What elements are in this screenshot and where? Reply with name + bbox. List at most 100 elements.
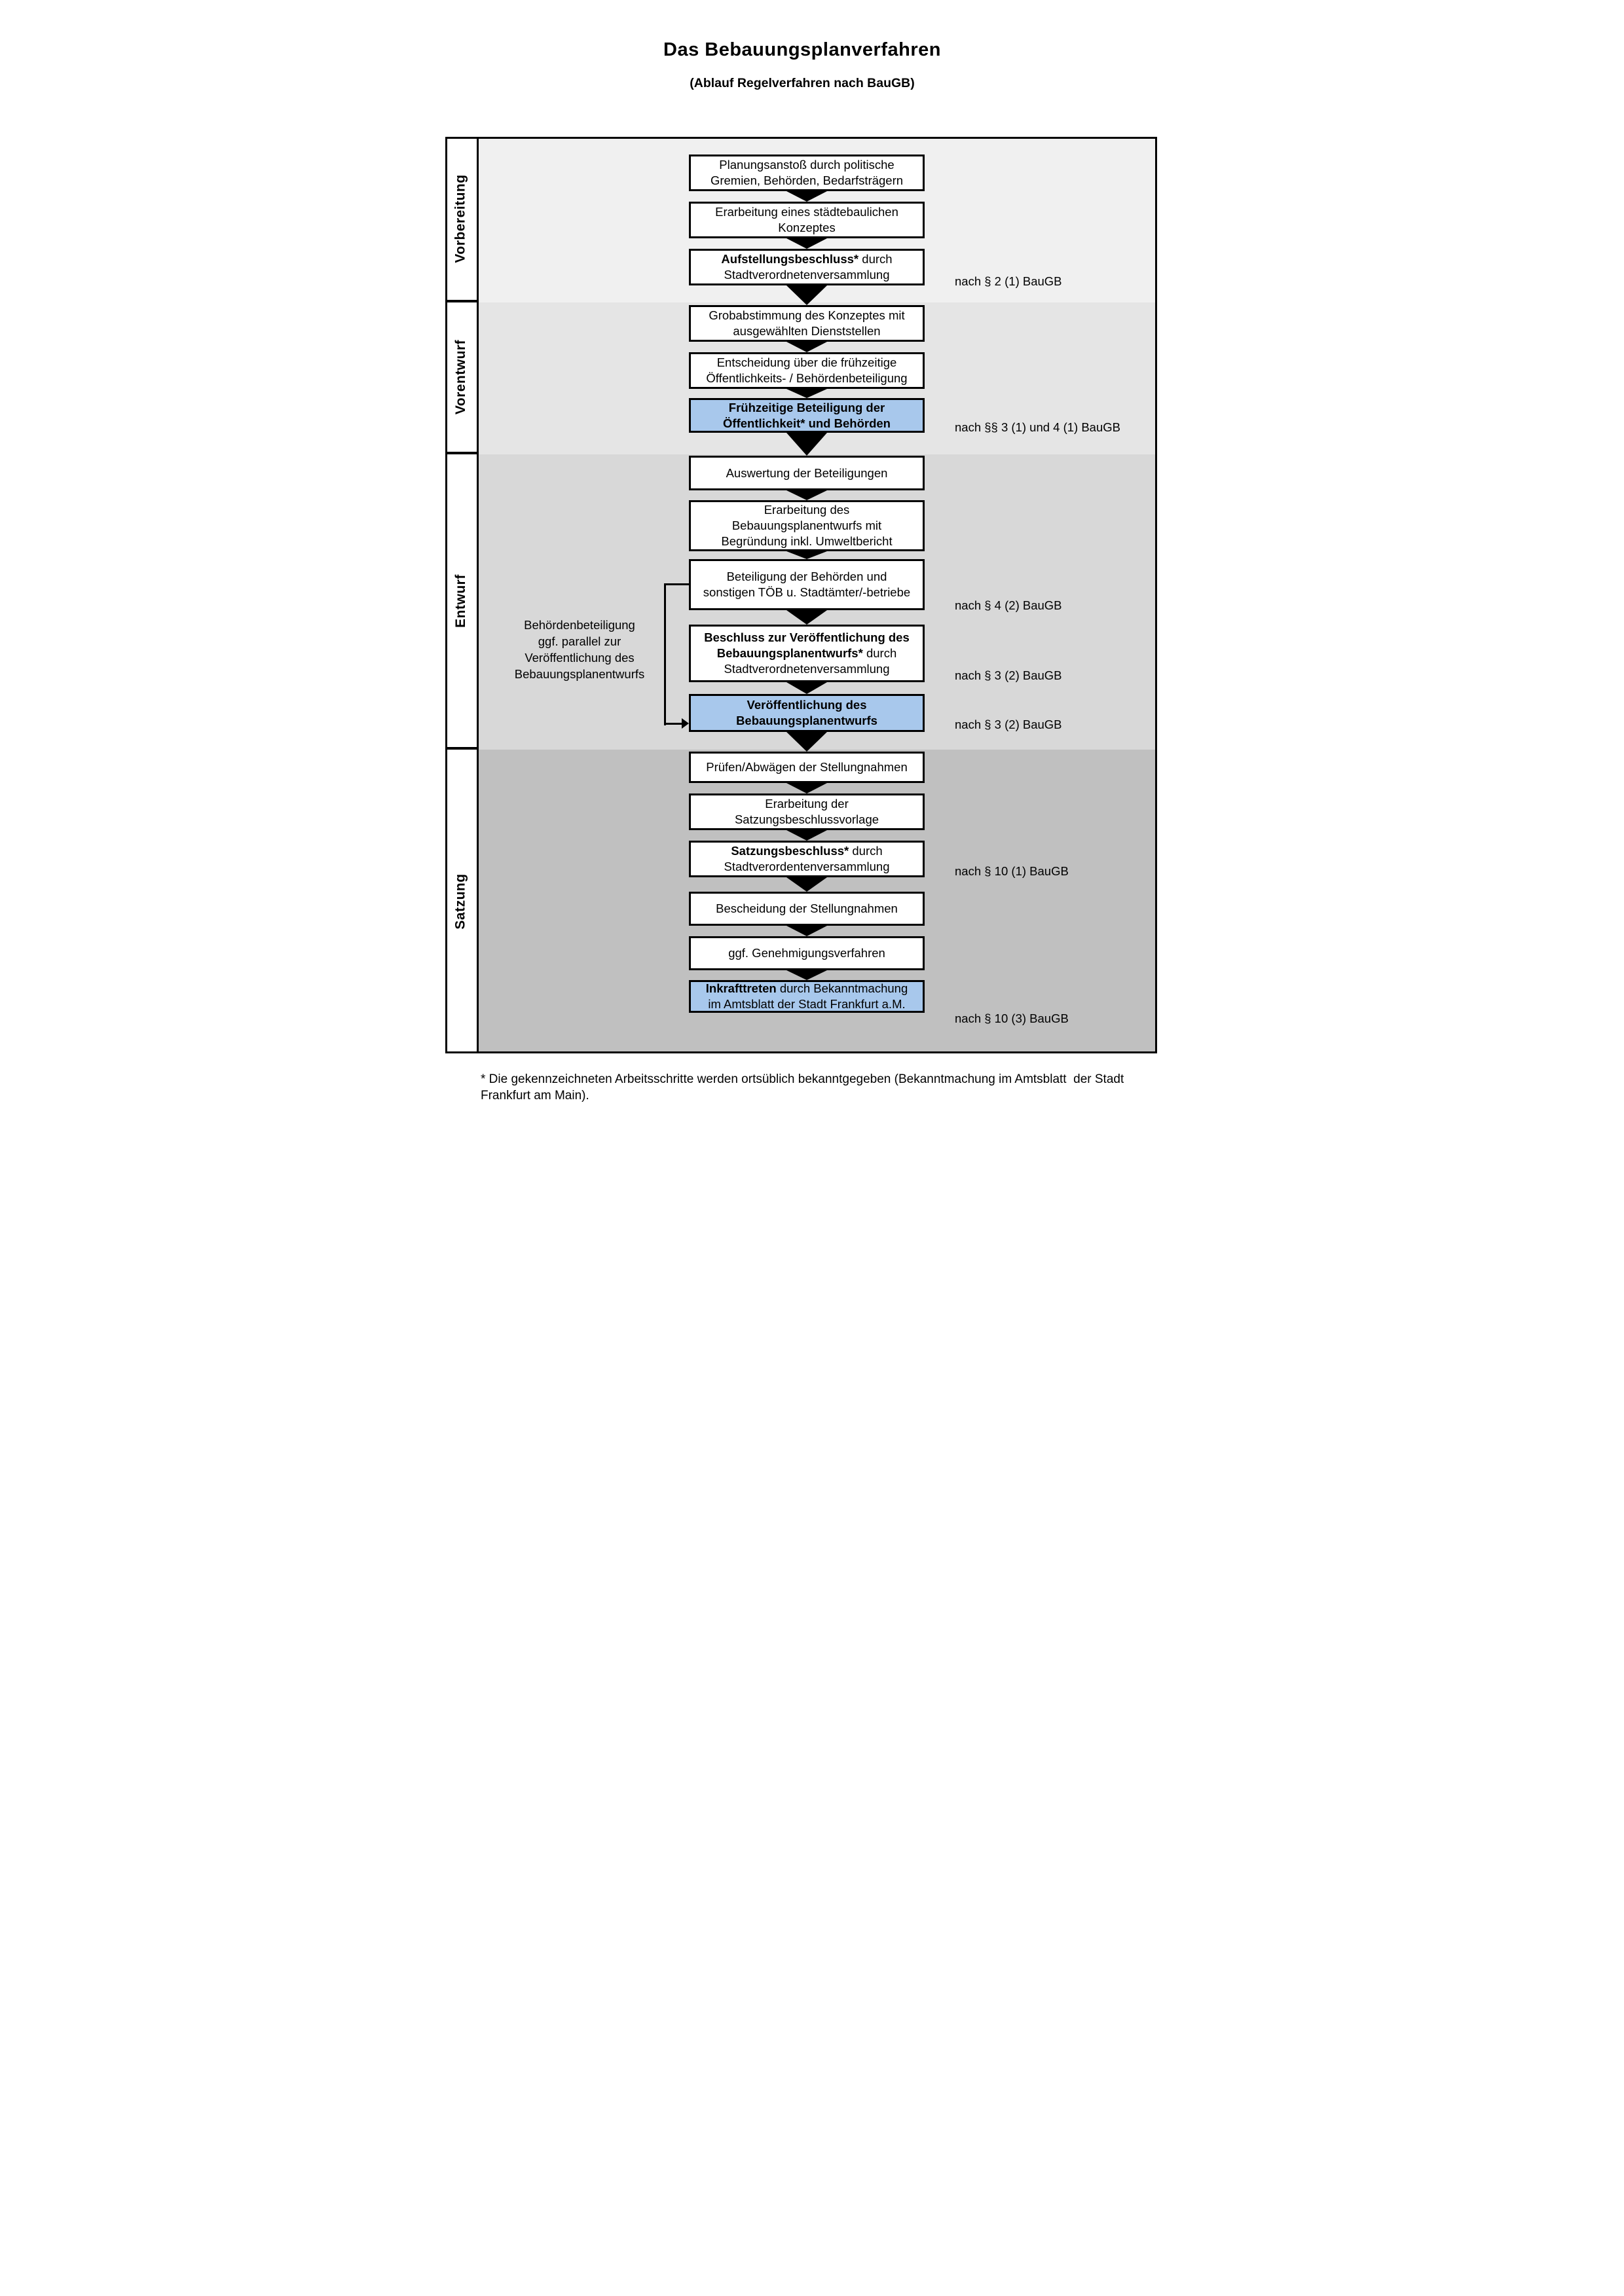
process-box-text: Beteiligung der Behörden und xyxy=(726,570,887,583)
process-box-line: Bebauungsplanentwurfs xyxy=(736,713,877,729)
process-box-text: Veröffentlichung des xyxy=(747,698,867,712)
process-box-line: Inkrafttreten durch Bekanntmachung xyxy=(706,981,908,996)
process-box-text: Gremien, Behörden, Bedarfsträgern xyxy=(710,173,904,187)
process-box-line: Beschluss zur Veröffentlichung des xyxy=(704,630,910,646)
process-box-text: durch xyxy=(862,646,897,660)
phase-label-text: Satzung xyxy=(453,873,469,930)
flow-arrow-down-icon xyxy=(786,191,827,202)
flow-arrow-down-icon xyxy=(786,551,827,559)
bracket-line-bottom xyxy=(664,723,682,725)
flow-arrow-down-icon xyxy=(786,342,827,352)
process-box-line: Auswertung der Beteiligungen xyxy=(726,465,888,481)
process-box-line: Aufstellungsbeschluss* durch xyxy=(721,251,892,267)
process-box-line: Veröffentlichung des xyxy=(747,697,867,713)
process-box-line: Gremien, Behörden, Bedarfsträgern xyxy=(710,173,903,189)
phase-label-satzung: Satzung xyxy=(445,750,477,1053)
process-box-genehmigungsverfahren: ggf. Genehmigungsverfahren xyxy=(689,936,925,970)
footnote-line: * Die gekennzeichneten Arbeitsschritte w… xyxy=(481,1072,1124,1086)
process-box-line: Beteiligung der Behörden und xyxy=(727,569,887,585)
process-box-text: Prüfen/Abwägen der Stellungnahmen xyxy=(706,760,908,774)
legal-reference: nach § 4 (2) BauGB xyxy=(955,598,1062,612)
legal-reference: nach § 3 (2) BauGB xyxy=(955,668,1062,682)
footnote: * Die gekennzeichneten Arbeitsschritte w… xyxy=(481,1071,1164,1104)
process-box-text: Bebauungsplanentwurfs* xyxy=(716,646,863,660)
process-box-text: Öffentlichkeit* und Behörden xyxy=(723,416,891,430)
phase-label-text: Vorentwurf xyxy=(453,339,468,415)
flow-arrow-down-icon xyxy=(786,490,827,500)
process-box-line: Stadtverordnetenversammlung xyxy=(724,661,890,677)
process-box-line: Satzungsbeschlussvorlage xyxy=(735,812,879,828)
process-box-line: Bebauungsplanentwurfs* durch xyxy=(717,646,896,661)
side-note-line: Behördenbeteiligung xyxy=(524,618,635,632)
process-box-text: durch xyxy=(849,844,883,858)
side-note-line: Bebauungsplanentwurfs xyxy=(514,667,645,681)
page: Das Bebauungsplanverfahren (Ablauf Regel… xyxy=(406,0,1218,1148)
process-box-line: Öffentlichkeit* und Behörden xyxy=(723,416,891,431)
side-note-line: Veröffentlichung des xyxy=(525,651,635,665)
process-box-line: Stadtverordnetenversammlung xyxy=(724,267,890,283)
process-box-line: Grobabstimmung des Konzeptes mit xyxy=(709,308,904,323)
flow-arrow-down-icon xyxy=(786,877,827,892)
phase-label-vorentwurf: Vorentwurf xyxy=(445,302,477,454)
process-box-line: Begründung inkl. Umweltbericht xyxy=(721,534,892,549)
process-box-text: Satzungsbeschlussvorlage xyxy=(734,812,879,826)
process-box-line: ausgewählten Dienststellen xyxy=(733,323,880,339)
legal-reference: nach § 3 (2) BauGB xyxy=(955,718,1062,731)
process-box-line: Stadtverordentenversammlung xyxy=(724,859,890,875)
process-box-pruefen-abwaegen-stellungnahmen: Prüfen/Abwägen der Stellungnahmen xyxy=(689,752,925,783)
process-box-text: Konzeptes xyxy=(778,221,836,234)
process-box-text: Bebauungsplanentwurfs mit xyxy=(731,519,882,532)
legal-reference: nach § 10 (1) BauGB xyxy=(955,864,1069,878)
legal-reference: nach § 2 (1) BauGB xyxy=(955,274,1062,288)
process-box-line: Frühzeitige Beteiligung der xyxy=(729,400,885,416)
process-box-text: Entscheidung über die frühzeitige xyxy=(716,355,897,369)
process-box-line: ggf. Genehmigungsverfahren xyxy=(728,945,885,961)
process-box-text: Stadtverordentenversammlung xyxy=(724,860,890,873)
legal-reference: nach §§ 3 (1) und 4 (1) BauGB xyxy=(955,420,1120,434)
process-box-text: Stadtverordnetenversammlung xyxy=(724,268,890,282)
phase-label-vorbereitung: Vorbereitung xyxy=(445,137,477,302)
phase-label-text: Vorbereitung xyxy=(453,173,468,263)
process-box-text: ggf. Genehmigungsverfahren xyxy=(728,946,885,960)
process-box-text: im Amtsblatt der Stadt Frankfurt a.M. xyxy=(708,997,906,1011)
process-box-text: Öffentlichkeits- / Behördenbeteiligung xyxy=(706,371,908,385)
flow-arrow-down-icon xyxy=(786,830,827,841)
flow-arrow-down-icon xyxy=(786,238,827,249)
flow-arrow-down-icon xyxy=(786,926,827,936)
process-box-auswertung-beteiligungen: Auswertung der Beteiligungen xyxy=(689,456,925,490)
flow-arrow-down-icon xyxy=(786,783,827,793)
process-box-text: Beschluss zur Veröffentlichung des xyxy=(704,630,910,644)
process-box-text: Grobabstimmung des Konzeptes mit xyxy=(709,308,905,322)
process-box-text: Bebauungsplanentwurfs xyxy=(736,714,877,727)
process-box-text: Inkrafttreten xyxy=(705,981,777,995)
process-box-line: Bescheidung der Stellungnahmen xyxy=(716,901,898,917)
flow-arrow-down-icon xyxy=(786,389,827,398)
process-box-text: Erarbeitung des xyxy=(764,503,850,517)
flow-arrow-down-icon xyxy=(786,610,827,625)
process-box-text: ausgewählten Dienststellen xyxy=(733,324,881,338)
process-box-line: Satzungsbeschluss* durch xyxy=(731,843,882,859)
flow-arrow-down-icon xyxy=(786,682,827,694)
process-box-text: Bescheidung der Stellungnahmen xyxy=(716,902,898,915)
process-box-line: Prüfen/Abwägen der Stellungnahmen xyxy=(706,759,908,775)
process-box-line: Entscheidung über die frühzeitige xyxy=(717,355,897,371)
process-box-line: Planungsanstoß durch politische xyxy=(719,157,894,173)
process-box-line: Erarbeitung eines städtebaulichen xyxy=(715,204,898,220)
process-box-line: sonstigen TÖB u. Stadtämter/-betriebe xyxy=(703,585,910,600)
page-title: Das Bebauungsplanverfahren xyxy=(663,39,941,60)
process-box-grobabstimmung: Grobabstimmung des Konzeptes mit ausgewäh… xyxy=(689,305,925,342)
footnote-line: Frankfurt am Main). xyxy=(481,1089,589,1102)
bracket-line-top xyxy=(664,583,689,585)
process-box-beteiligung-behoerden-toeb: Beteiligung der Behörden und sonstigen TÖ… xyxy=(689,559,925,610)
process-box-text: Aufstellungsbeschluss* xyxy=(721,252,859,266)
